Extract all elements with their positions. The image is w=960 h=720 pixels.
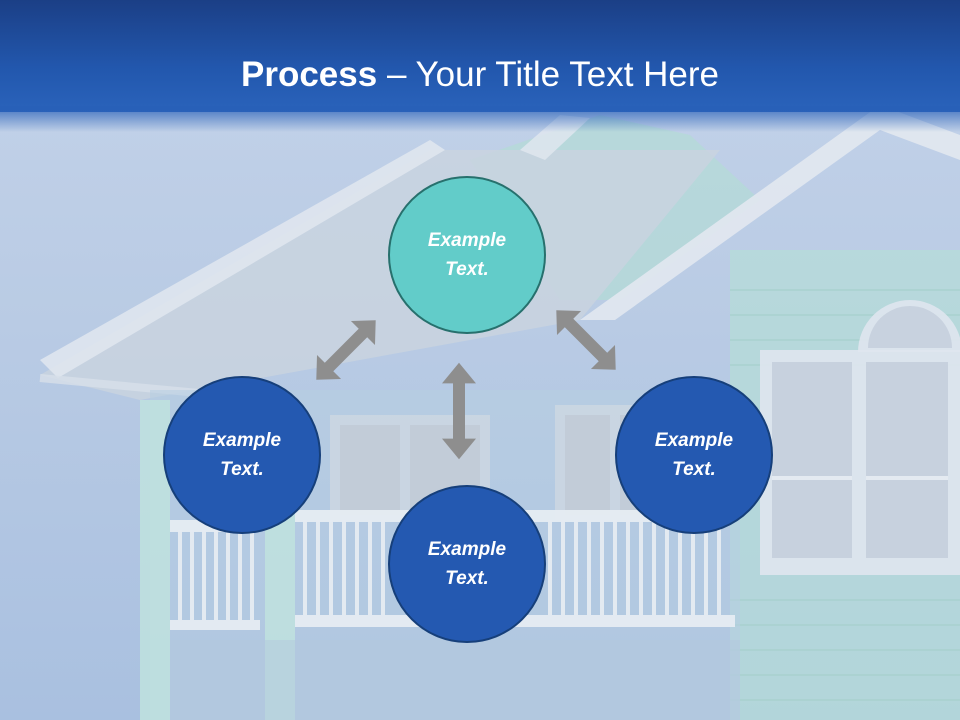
slide-title-bold: Process bbox=[241, 55, 378, 94]
arrow-top-right bbox=[544, 298, 628, 382]
node-left-line2: Text. bbox=[220, 459, 264, 480]
node-right-line2: Text. bbox=[672, 459, 716, 480]
title-bar bbox=[0, 0, 960, 112]
node-top-line1: Example bbox=[427, 230, 507, 251]
node-right-line1: Example bbox=[654, 430, 734, 451]
node-left-line1: Example bbox=[202, 430, 282, 451]
title-bar-fade bbox=[0, 106, 960, 132]
slide-title-rest: – Your Title Text Here bbox=[377, 55, 719, 94]
node-top-line2: Text. bbox=[445, 259, 489, 280]
slide-title: Process – Your Title Text Here bbox=[0, 52, 960, 98]
node-bottom-line2: Text. bbox=[445, 568, 489, 589]
arrow-vertical bbox=[442, 362, 476, 460]
arrow-top-left bbox=[304, 308, 388, 392]
node-bottom-line1: Example bbox=[427, 539, 507, 560]
